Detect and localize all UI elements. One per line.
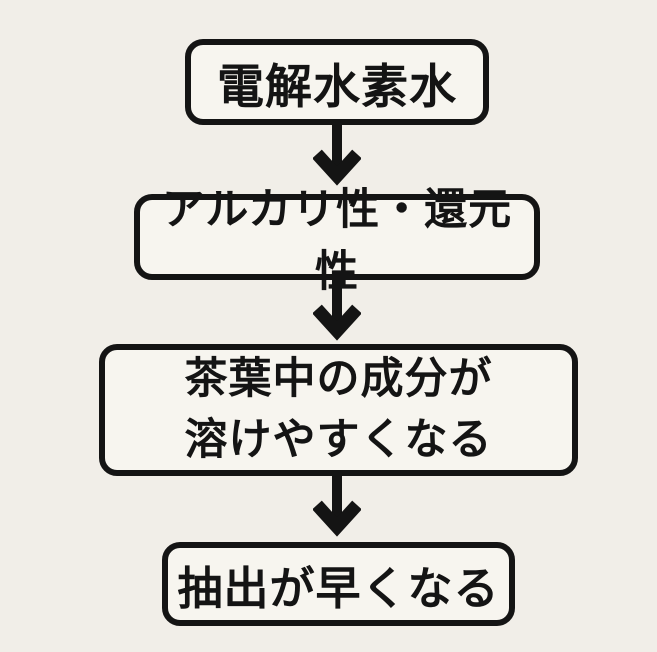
flow-node-tea-components-dissolve: 茶葉中の成分が 溶けやすくなる xyxy=(99,344,578,476)
flow-node-electrolyzed-hydrogen-water: 電解水素水 xyxy=(185,39,489,125)
arrow-down-icon xyxy=(313,124,361,186)
arrow-down-icon xyxy=(313,279,361,341)
node-label: 電解水素水 xyxy=(217,59,457,113)
arrow-down-icon xyxy=(313,475,361,537)
node-label: 抽出が早くなる xyxy=(177,562,500,614)
node-label: 茶葉中の成分が 溶けやすくなる xyxy=(184,354,493,464)
node-label: アルカリ性・還元性 xyxy=(161,186,513,296)
flow-node-alkaline-reducing: アルカリ性・還元性 xyxy=(134,186,540,296)
flow-node-extraction-faster: 抽出が早くなる xyxy=(162,542,515,626)
